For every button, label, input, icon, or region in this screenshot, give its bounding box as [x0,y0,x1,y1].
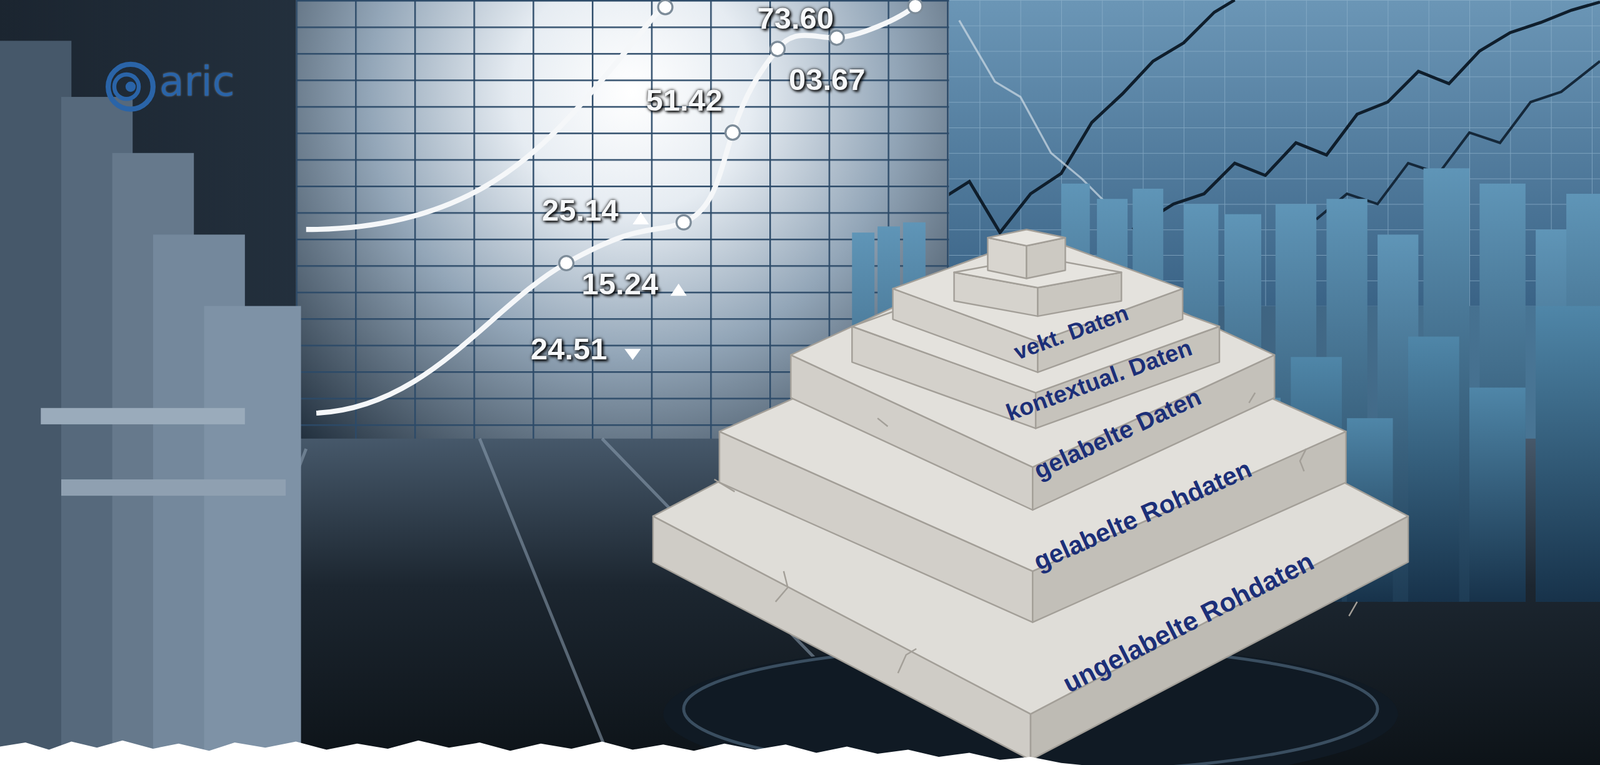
logo-icon [114,74,139,99]
stone-pyramid [653,229,1409,760]
bar [1408,336,1460,602]
step [61,479,286,496]
value-label: 24.51 [530,332,608,367]
torn-edge [0,740,1082,765]
data-point [559,256,574,271]
bar [1535,306,1600,602]
trend-curve [306,6,666,230]
bar [204,306,302,765]
bar [0,40,72,765]
up-triangle [632,211,649,225]
logo-icon [108,64,154,110]
down-triangle [624,348,641,360]
logo-icon [125,81,136,92]
value-label: 25.14 [541,193,619,228]
stone-face [893,235,1184,342]
value-label: 03.67 [788,63,866,97]
stone-face [987,229,1065,246]
stone-crack [714,392,1358,674]
data-point [770,41,785,57]
value-label: 15.24 [581,267,659,302]
logo-text: aric [159,59,235,105]
up-triangle [670,283,687,297]
data-point [908,0,923,14]
value-label: 73.60 [756,1,834,36]
bar [1469,387,1526,602]
data-point [725,125,740,140]
data-point [676,215,691,230]
chart-line [1132,1,1600,230]
value-label: 51.42 [645,83,723,118]
data-point [658,0,673,15]
step [40,408,245,425]
chart-line [959,20,1113,210]
